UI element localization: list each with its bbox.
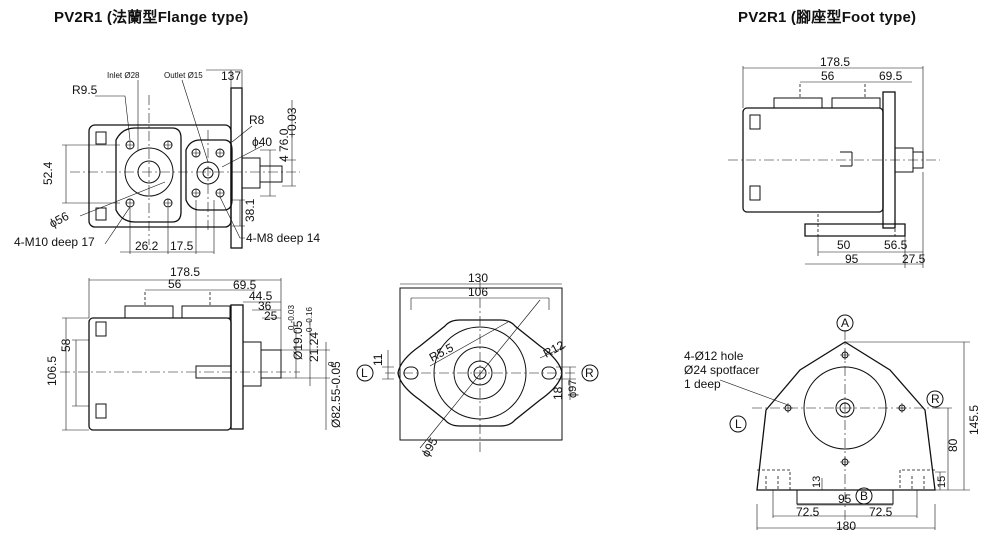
flange-side-view: 178.5 56 69.5 44.5 36 25 106.5 58 Ø19.05… <box>45 265 343 431</box>
dim-38-1: 38.1 <box>243 198 257 222</box>
shaft-dim-19-05: Ø19.05 <box>291 320 305 360</box>
dim-tol-plus-0-03: +0.03 <box>285 107 299 138</box>
mark-b: B <box>860 489 868 503</box>
mark-l-end: L <box>361 366 368 380</box>
dim-r9-5: R9.5 <box>72 83 98 97</box>
flange-type-title: PV2R1 (法蘭型Flange type) <box>54 9 249 26</box>
hole-note-line-3: 1 deep <box>684 377 721 391</box>
end-dim-phi95: ϕ95 <box>418 435 440 460</box>
foot-end-dim-80: 80 <box>946 438 960 452</box>
end-dim-130: 130 <box>468 271 488 285</box>
foot-dim-50: 50 <box>837 238 851 252</box>
side-dim-106-5: 106.5 <box>45 356 59 386</box>
mark-r-end: R <box>585 366 594 380</box>
flange-top-view: Inlet Ø28 Outlet Ø15 R9.5 137 R8 +0.03 4… <box>14 69 320 254</box>
dim-52-4: 52.4 <box>41 161 55 185</box>
foot-side-view: 178.5 56 69.5 50 56.5 95 27.5 <box>728 55 940 268</box>
mark-r-foot: R <box>931 392 940 406</box>
foot-dim-69-5: 69.5 <box>879 69 903 83</box>
outlet-label: Outlet Ø15 <box>164 71 203 80</box>
shaft-dim-82-55: Ø82.55-0.05 <box>329 361 343 428</box>
foot-dim-27-5: 27.5 <box>902 252 926 266</box>
end-dim-r5-5: R5.5 <box>427 340 456 364</box>
side-dim-69-5: 69.5 <box>233 278 257 292</box>
hole-note-line-1: 4-Ø12 hole <box>684 349 744 363</box>
shaft-tol-19-05: 0 -0.03 <box>287 305 296 330</box>
shaft-tol-82-55: 0 <box>327 361 336 366</box>
dim-phi40: ϕ40 <box>252 135 272 149</box>
dim-r8: R8 <box>249 113 265 127</box>
foot-end-dim-95: 95 <box>838 492 852 506</box>
foot-dim-56-5: 56.5 <box>884 238 908 252</box>
side-dim-25: 25 <box>264 309 278 323</box>
dim-137: 137 <box>221 69 241 83</box>
end-dim-18: 18 <box>551 386 565 400</box>
dim-26-2: 26.2 <box>135 239 159 253</box>
flange-end-view: 130 106 R5.5 R12 11 18 ϕ97 ϕ95 L R <box>356 271 599 460</box>
foot-type-title: PV2R1 (腳座型Foot type) <box>738 9 917 26</box>
side-dim-56: 56 <box>168 277 182 291</box>
foot-end-dim-145-5: 145.5 <box>967 405 981 435</box>
foot-end-dim-15: 15 <box>936 476 948 488</box>
end-dim-phi97: ϕ97 <box>567 380 579 398</box>
foot-end-dim-72-5-left: 72.5 <box>796 505 820 519</box>
foot-end-dim-13: 13 <box>811 476 823 488</box>
foot-dim-178-5: 178.5 <box>820 55 850 69</box>
mark-l-foot: L <box>735 417 742 431</box>
inlet-label: Inlet Ø28 <box>107 71 140 80</box>
shaft-tol-21-24: 0 -0.16 <box>305 307 314 332</box>
hole-note-line-2: Ø24 spotfacer <box>684 363 759 377</box>
side-dim-58: 58 <box>59 338 73 352</box>
mark-a: A <box>841 316 849 330</box>
side-dim-44-5: 44.5 <box>249 289 273 303</box>
foot-end-dim-180: 180 <box>836 519 856 533</box>
note-m8: 4-M8 deep 14 <box>246 231 320 245</box>
end-dim-11: 11 <box>371 353 385 366</box>
foot-end-dim-72-5-right: 72.5 <box>869 505 893 519</box>
dim-4-76: 4 76.0 <box>277 128 291 162</box>
end-dim-106: 106 <box>468 285 488 299</box>
dim-17-5: 17.5 <box>170 239 194 253</box>
side-dim-178-5: 178.5 <box>170 265 200 279</box>
note-m10: 4-M10 deep 17 <box>14 235 95 249</box>
foot-dim-95: 95 <box>845 252 859 266</box>
side-dim-36: 36 <box>258 299 272 313</box>
shaft-dim-21-24: 21.24 <box>307 332 321 362</box>
dim-phi56: ϕ56 <box>47 209 72 231</box>
foot-dim-56: 56 <box>821 69 835 83</box>
foot-end-view: 4-Ø12 hole Ø24 spotfacer 1 deep A R L B … <box>684 314 981 533</box>
